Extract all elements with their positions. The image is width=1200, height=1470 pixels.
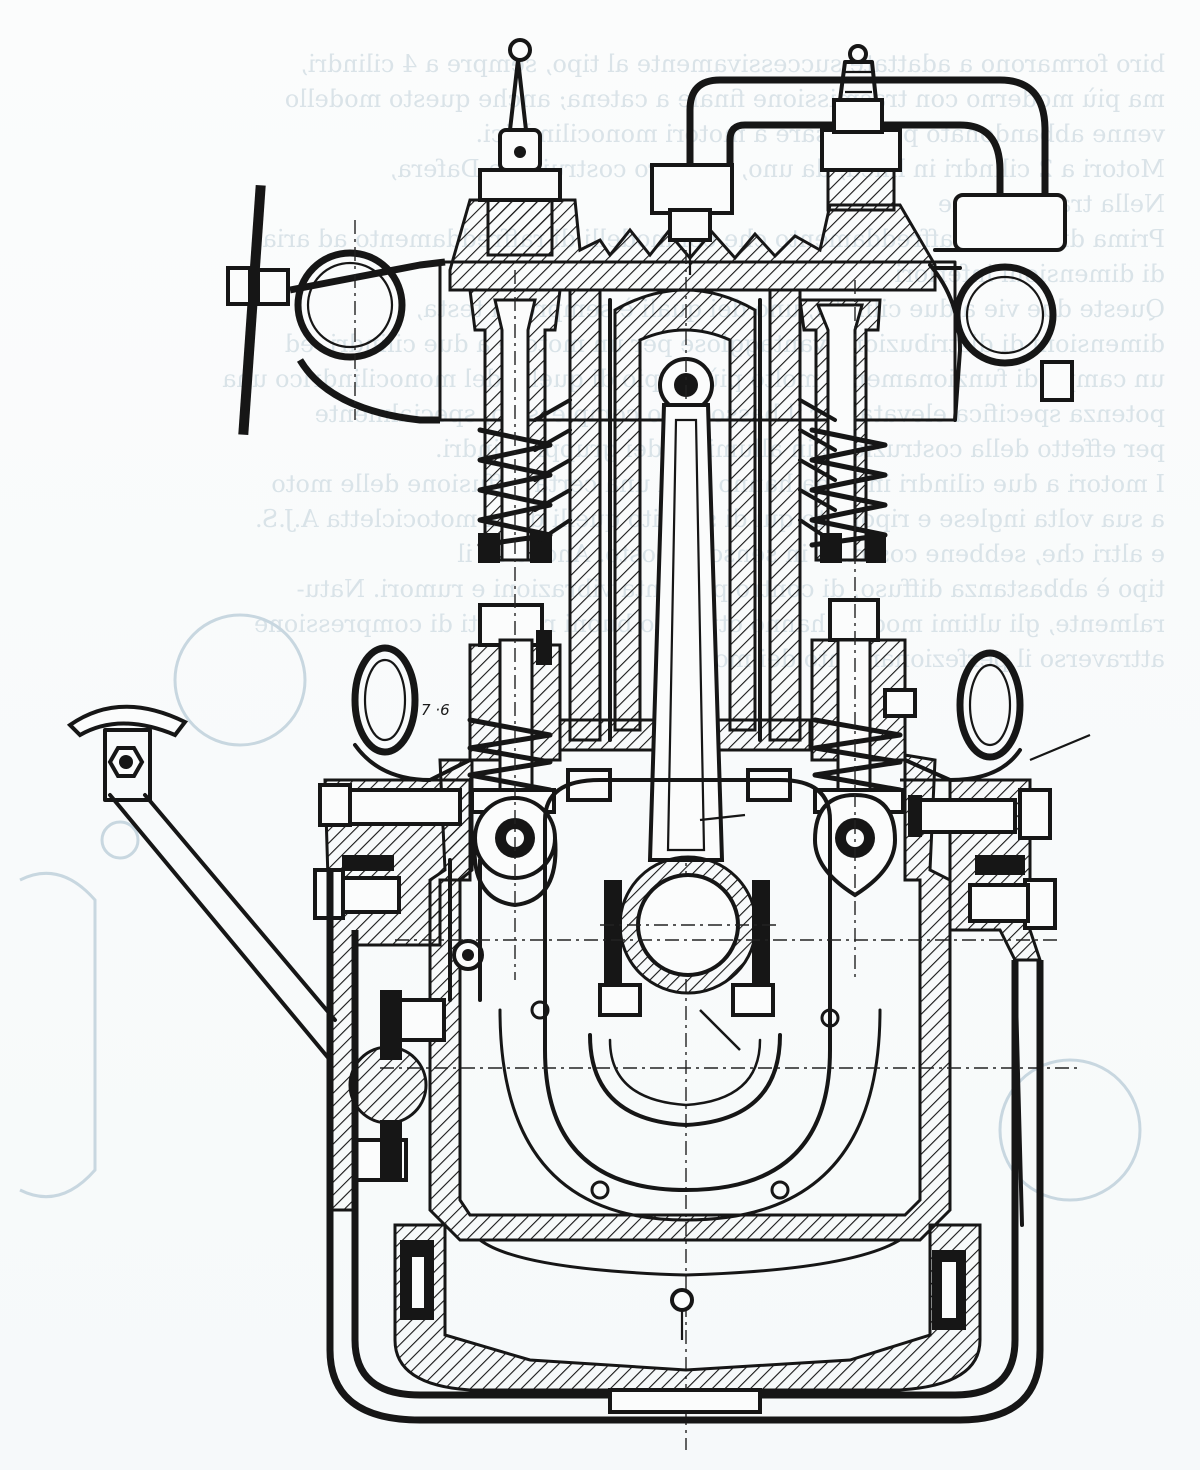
valve-lifter-lever (478, 38, 562, 257)
crankcase (313, 753, 1080, 1242)
sump-and-frame-loop (326, 870, 1044, 1424)
exhaust-port-rings (351, 644, 1091, 782)
cylinder-barrel (533, 250, 837, 1450)
connecting-rod (598, 403, 780, 1017)
construction-lines (395, 270, 1060, 980)
right-valve-assembly (798, 298, 917, 898)
ghost-marks (19, 613, 1142, 1202)
exhaust-and-spark-plug (650, 44, 1074, 422)
part-marker-label: 7 ·6 (421, 701, 450, 719)
kick-start-lever (66, 704, 337, 1062)
inlet-manifold (226, 184, 446, 436)
